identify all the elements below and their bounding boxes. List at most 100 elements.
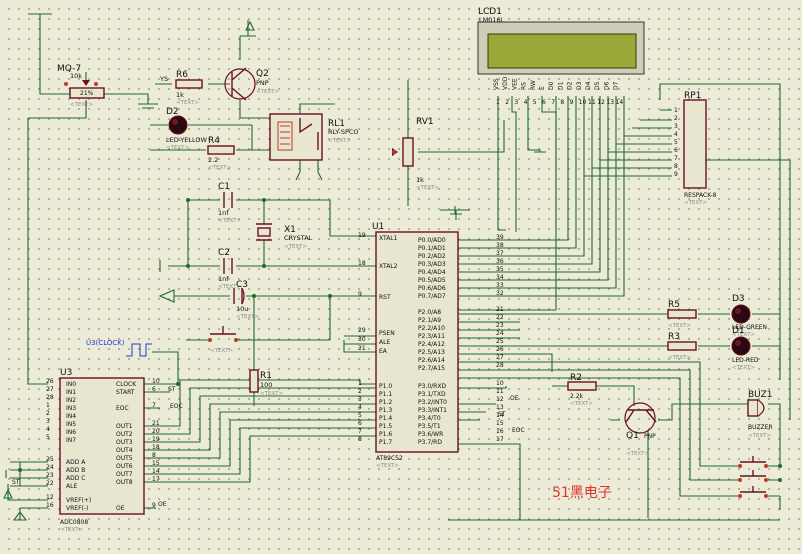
- rp1-pin-number: 2: [674, 115, 678, 122]
- watermark-text: 51黑电子: [552, 485, 612, 501]
- r4-value: 2.2: [208, 156, 218, 164]
- rp1-pin-number: 1: [674, 107, 678, 114]
- lcd-pin-number: 10: [579, 99, 587, 106]
- u3-pin-number: 1: [46, 402, 50, 409]
- u3-pin-number: 27: [46, 386, 54, 393]
- oe-label: OE: [158, 501, 167, 508]
- lcd-pin-labels: VSS1VDD2VEE3RS4RW5E6D07D18D29D310D411D51…: [493, 76, 623, 106]
- u1-left-pins: XTAL119XTAL218RST9PSEN29ALE30EA31P1.01P1…: [358, 232, 398, 446]
- u3-pin-number: 24: [46, 464, 54, 471]
- u1-pin-number: 16: [496, 428, 504, 435]
- u1-pin-name: P3.2/INT0: [418, 399, 447, 406]
- button-group: [738, 456, 768, 498]
- u3-pin-number: 18: [152, 444, 160, 451]
- u1-pin-number: 23: [496, 322, 504, 329]
- u1-pin-number: 26: [496, 346, 504, 353]
- oe-u1-label: OE: [510, 395, 519, 402]
- u1-microcontroller: U1 AT89C52 <TEXT> XTAL119XTAL218RST9PSEN…: [358, 222, 504, 469]
- u3-pin-number: 3: [46, 418, 50, 425]
- u1-text: <TEXT>: [376, 463, 399, 469]
- u1-pin-name: PSEN: [379, 330, 395, 337]
- u3-pin-name: VREF(+): [66, 497, 91, 504]
- u3-pin-name: IN5: [66, 421, 76, 428]
- u3-type: ADC0808: [60, 519, 88, 526]
- c1-capacitor: C1 1nf <TEXT>: [218, 182, 241, 224]
- u1-pin-name: P2.6/A14: [418, 357, 445, 364]
- u3-pin-number: 7: [152, 402, 156, 409]
- ground-symbols: [3, 20, 462, 521]
- rl1-ref: RL1: [328, 119, 345, 129]
- u1-pin-name: P0.7/AD7: [418, 293, 446, 300]
- lcd-pin-number: 8: [560, 99, 564, 106]
- u1-pin-number: 3: [358, 396, 362, 403]
- rv1-potentiometer: RV1 1k <TEXT>: [392, 117, 439, 191]
- rp1-pin-number: 4: [674, 131, 678, 138]
- u1-pin-name: P1.6: [379, 431, 392, 438]
- q2-transistor: Q2 PNP <TEXT>: [224, 67, 279, 101]
- u1-pin-number: 9: [358, 291, 362, 298]
- buz1-text: <TEXT>: [748, 433, 771, 439]
- u3-pin-number: 22: [46, 480, 54, 487]
- r1-value: 100: [260, 381, 272, 389]
- u1-pin-name: P1.2: [379, 399, 392, 406]
- u1-pin-name: P0.3/AD3: [418, 261, 446, 268]
- rv1-value: 1k: [416, 176, 424, 184]
- r6-ref: R6: [176, 70, 188, 80]
- st-label: ST: [168, 386, 176, 393]
- u1-pin-number: 2: [358, 388, 362, 395]
- u3-pin-name: CLOCK: [116, 381, 137, 388]
- u3-pin-number: 17: [152, 476, 160, 483]
- lcd-pin-name: D7: [613, 81, 620, 90]
- u3-pin-name: IN4: [66, 413, 76, 420]
- reset-text: <TEXT>: [210, 348, 233, 354]
- u1-pin-name: P3.4/T0: [418, 415, 441, 422]
- u1-pin-name: P1.5: [379, 423, 392, 430]
- u3-pin-number: 19: [152, 436, 160, 443]
- r3-ref: R3: [668, 332, 680, 342]
- lcd-pin-number: 14: [616, 99, 624, 106]
- u3-pin-number: 10: [152, 378, 160, 385]
- mq7-text: <TEXT>: [70, 102, 93, 108]
- u1-pin-number: 7: [358, 428, 362, 435]
- lcd-ref: LCD1: [478, 7, 502, 17]
- u1-pin-name: P0.1/AD1: [418, 245, 446, 252]
- u1-pin-name: P1.7: [379, 439, 392, 446]
- r5-resistor: R5 <TEXT>: [667, 300, 697, 329]
- u3-pin-name: IN1: [66, 389, 76, 396]
- u3-pin-number: 6: [152, 386, 156, 393]
- reset-button: <TEXT>: [208, 326, 238, 354]
- u3-pin-name: IN3: [66, 405, 76, 412]
- buz1-buzzer: BUZ1 BUZZER <TEXT>: [747, 390, 773, 439]
- mq7-ref: MQ-7: [57, 64, 81, 74]
- u1-pin-name: P0.5/AD5: [418, 277, 446, 284]
- lcd-pin-name: D0: [548, 81, 555, 90]
- lcd-pin-number: 4: [524, 99, 528, 106]
- u3-pin-name: ADD A: [66, 459, 86, 466]
- lcd-pin-name: D4: [585, 81, 592, 90]
- u1-pin-number: 36: [496, 258, 504, 265]
- c2-ref: C2: [218, 248, 230, 258]
- c2-text: <TEXT>: [218, 284, 241, 290]
- u3-pin-name: IN6: [66, 429, 76, 436]
- u3-pin-name: IN0: [66, 381, 76, 388]
- u1-pin-name: RST: [379, 294, 391, 301]
- u1-pin-name: P3.5/T1: [418, 423, 441, 430]
- lcd-model: LM016L: [479, 16, 505, 24]
- lcd-pin-number: 7: [551, 99, 555, 106]
- d2-ref: D2: [166, 107, 179, 117]
- u1-pin-number: 1: [358, 380, 362, 387]
- lcd-pin-name: D3: [576, 81, 583, 90]
- lcd-pin-number: 5: [533, 99, 537, 106]
- q1-transistor: Q1 PNP <TEXT>: [624, 402, 657, 457]
- u3-pin-number: 12: [46, 494, 54, 501]
- u1-pin-name: P1.3: [379, 407, 392, 414]
- u3-pin-number: 26: [46, 378, 54, 385]
- mq7-value: 10k: [70, 72, 82, 80]
- lcd-pin-number: 2: [505, 99, 509, 106]
- r6-resistor: YS R6 1k <TEXT>: [159, 70, 203, 106]
- eoc-u1-label: EOC: [512, 427, 525, 434]
- u3-pin-number: 15: [152, 460, 160, 467]
